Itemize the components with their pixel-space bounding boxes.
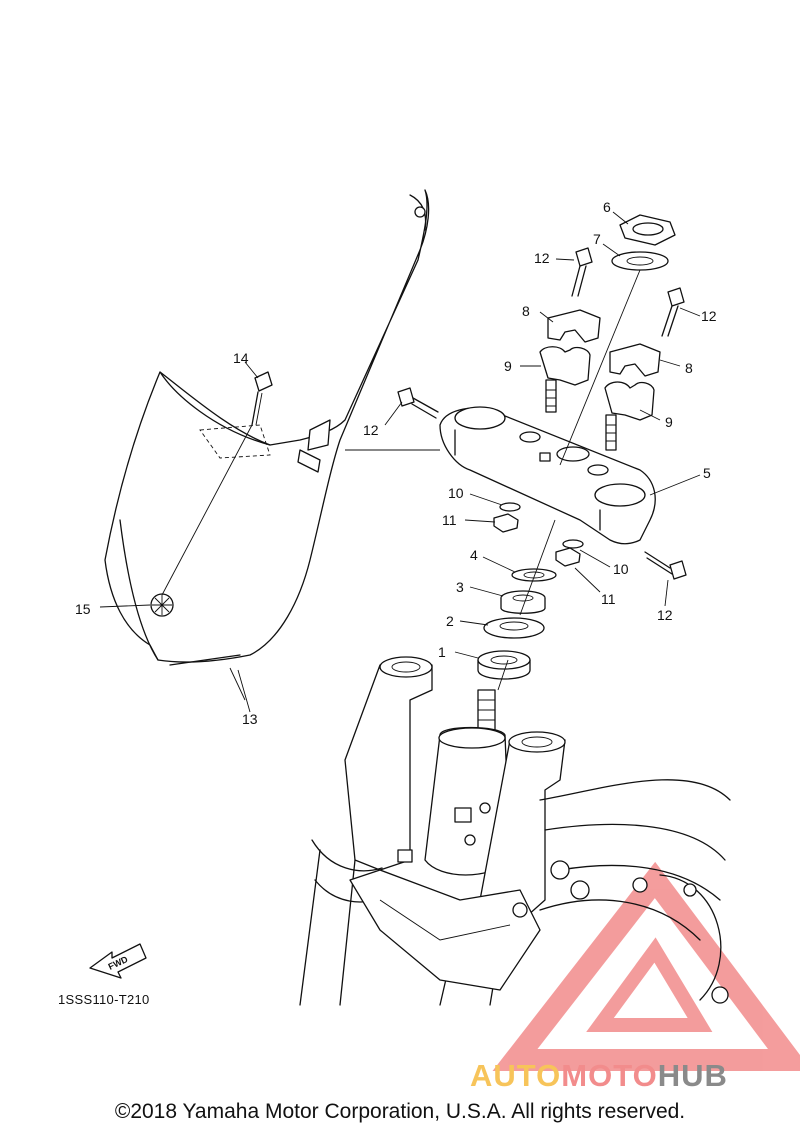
callout-8a: 8 — [522, 303, 530, 319]
callout-6: 6 — [603, 199, 611, 215]
callout-11a: 11 — [442, 512, 457, 528]
callout-10a: 10 — [448, 485, 464, 501]
callout-10b: 10 — [613, 561, 629, 577]
callout-12a: 12 — [534, 250, 550, 266]
bearing-part-1 — [477, 650, 531, 680]
callout-4: 4 — [470, 547, 478, 563]
frame-and-forks — [299, 656, 731, 1006]
callout-12c: 12 — [363, 422, 379, 438]
assembly-lines — [161, 269, 641, 701]
washer-part-4 — [511, 568, 557, 582]
callout-13: 13 — [242, 711, 258, 727]
number-plate-part-13 — [104, 189, 430, 666]
watermark-logo-graphic — [492, 861, 800, 1071]
callout-2: 2 — [446, 613, 454, 629]
watermark-text-hub: HUB — [657, 1058, 728, 1093]
nut-part-6 — [619, 214, 676, 246]
callout-11b: 11 — [601, 591, 616, 607]
callout-12b: 12 — [701, 308, 717, 324]
watermark-text: AUTOMOTOHUB — [470, 1058, 728, 1094]
washers-part-10 — [499, 502, 584, 549]
callout-12d: 12 — [657, 607, 673, 623]
callout-labels: 1 2 3 4 5 6 7 8 8 9 9 10 10 11 11 12 12 … — [75, 199, 717, 727]
upper-bracket-part-5 — [439, 406, 656, 545]
handlebar-holders-part-8 — [547, 309, 661, 377]
callout-9a: 9 — [504, 358, 512, 374]
lower-holders-part-9 — [539, 346, 655, 451]
watermark-text-auto: AUTO — [470, 1058, 562, 1093]
callout-1: 1 — [438, 644, 446, 660]
washer-part-7 — [611, 251, 669, 271]
watermark-text-moto: MOTO — [561, 1058, 658, 1093]
ring-nut-part-3 — [500, 590, 546, 614]
nuts-part-11 — [493, 513, 581, 567]
fwd-arrow-icon: FWD — [89, 943, 147, 979]
leader-lines — [99, 211, 701, 713]
bolt-part-14 — [251, 371, 273, 426]
bolts-part-12 — [397, 247, 687, 580]
diagram-part-code: 1SSS110-T210 — [58, 992, 150, 1007]
callout-3: 3 — [456, 579, 464, 595]
callout-14: 14 — [233, 350, 249, 366]
callout-9b: 9 — [665, 414, 673, 430]
copyright-notice: ©2018 Yamaha Motor Corporation, U.S.A. A… — [114, 1100, 686, 1123]
callout-15: 15 — [75, 601, 91, 617]
cover-part-2 — [483, 617, 545, 639]
callout-5: 5 — [703, 465, 711, 481]
callout-8b: 8 — [685, 360, 693, 376]
callout-7: 7 — [593, 231, 601, 247]
